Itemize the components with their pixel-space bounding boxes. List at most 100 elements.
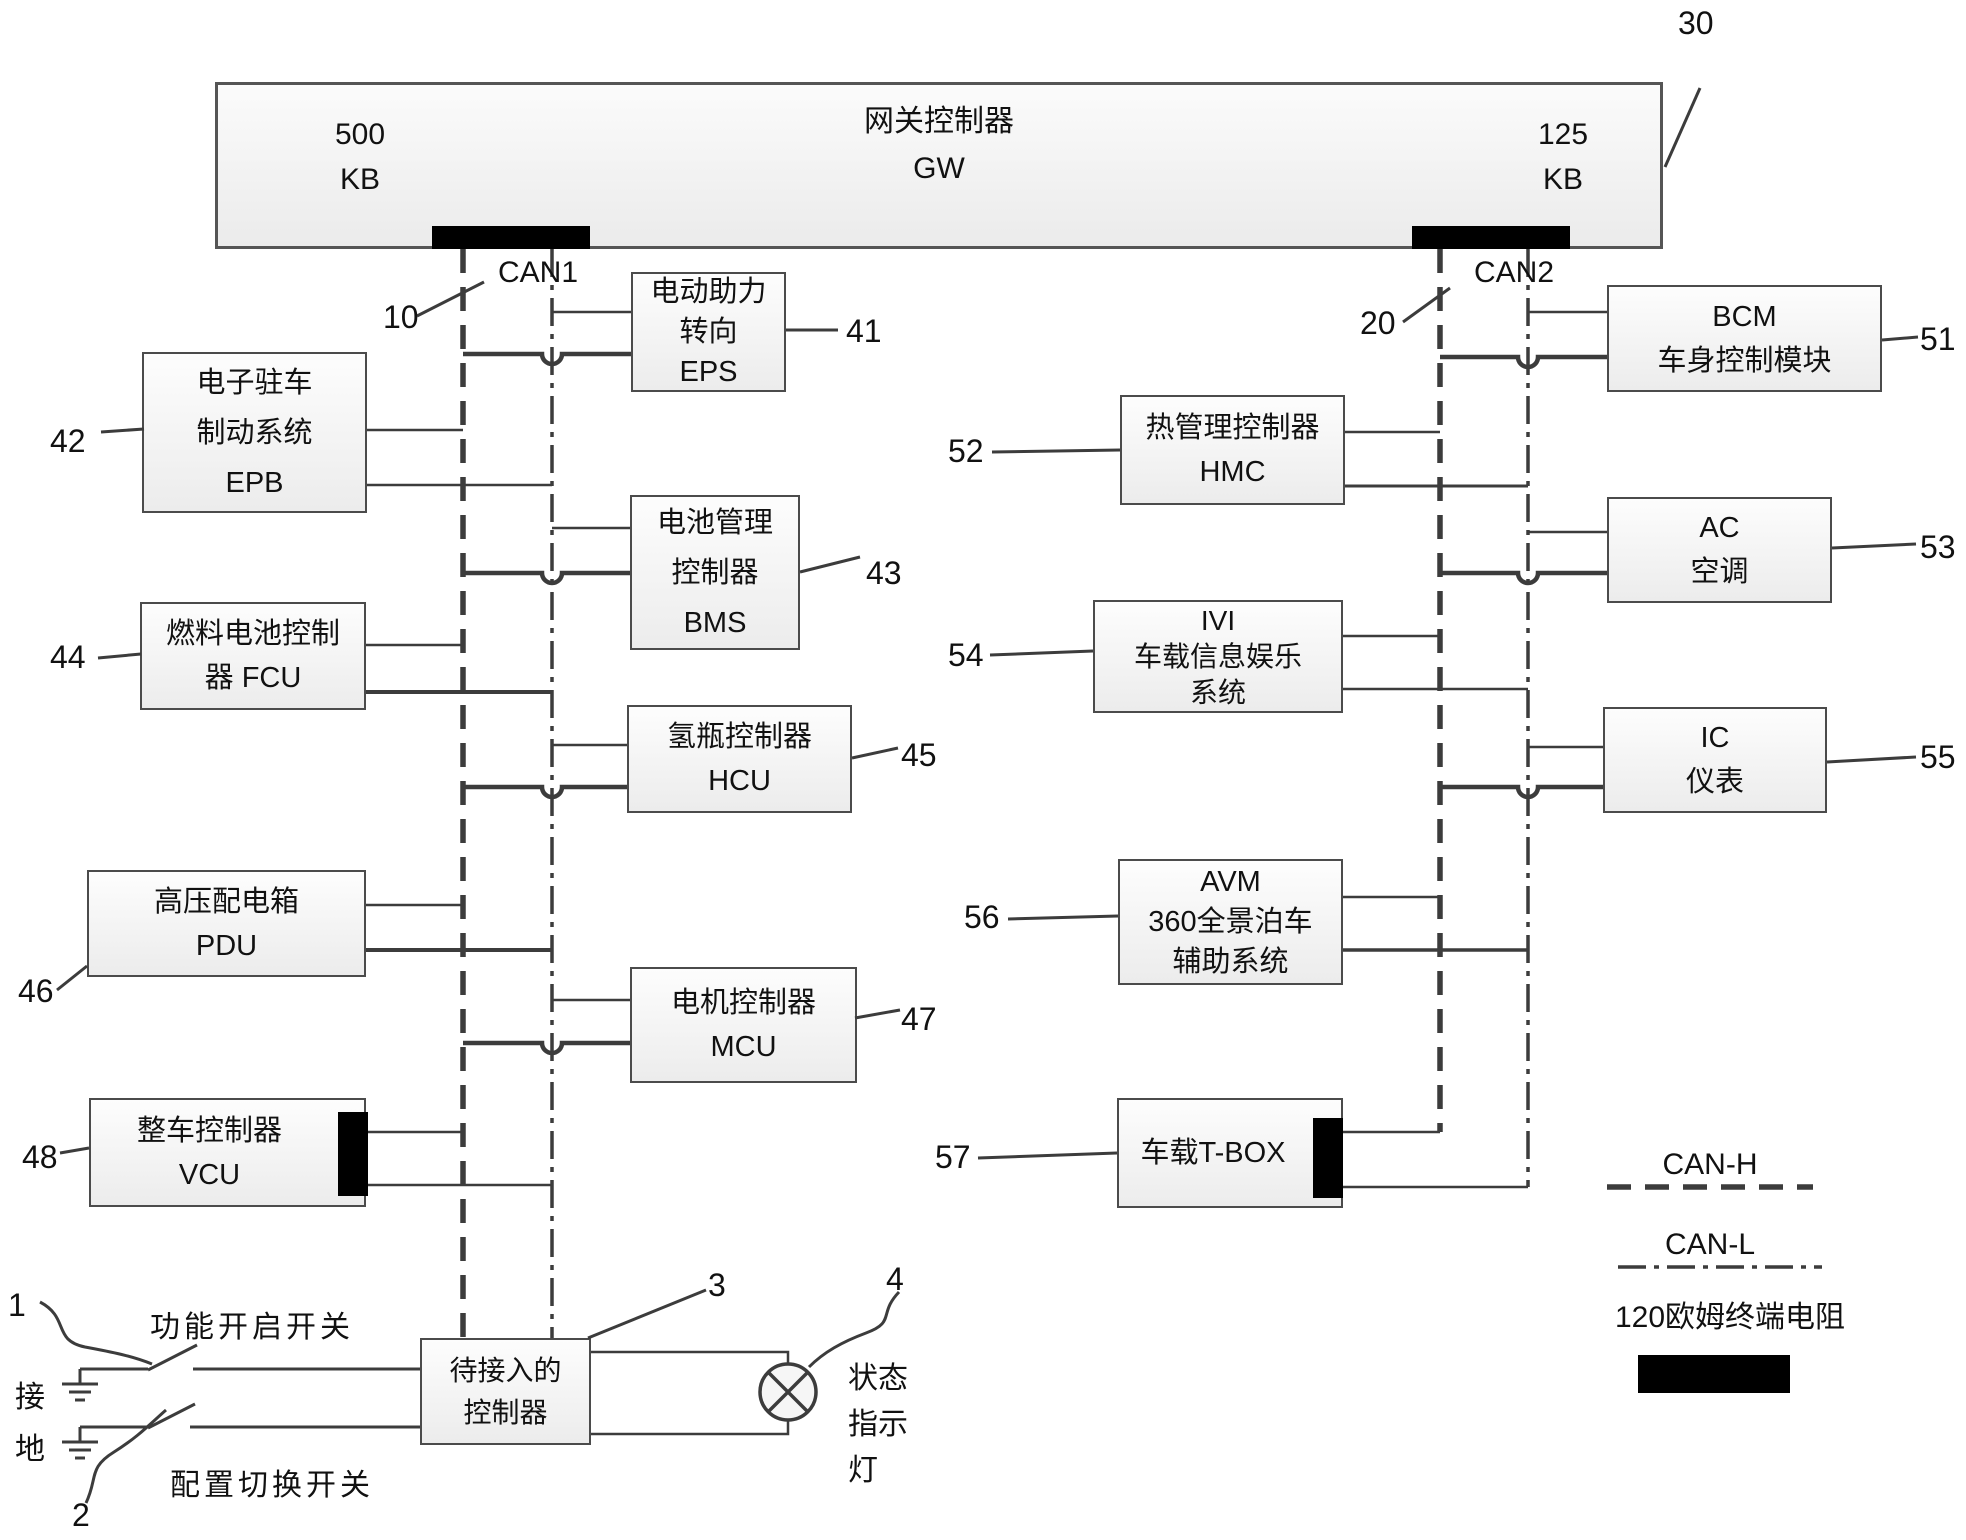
node-fcu: 燃料电池控制 器 FCU <box>140 602 366 710</box>
node-epb-line2: 制动系统 <box>196 416 313 449</box>
can1-bitrate-value: 500 <box>334 118 386 151</box>
node-vcu-line1: 整车控制器 <box>136 1114 282 1147</box>
node-bms-line3: BMS <box>683 606 747 639</box>
node-ivi: IVI 车载信息娱乐 系统 <box>1093 600 1343 713</box>
terminator-bars <box>338 226 1790 1393</box>
node-hcu-line1: 氢瓶控制器 <box>666 721 812 753</box>
switch1-label: 功能开启开关 <box>150 1311 354 1344</box>
status-lamp-icon <box>758 1362 818 1422</box>
ref-44: 44 <box>50 639 86 675</box>
can2-label: CAN2 <box>1474 256 1555 289</box>
node-hcu: 氢瓶控制器 HCU <box>627 705 852 813</box>
node-eps: 电动助力 转向 EPS <box>631 272 786 392</box>
node-mcu: 电机控制器 MCU <box>630 967 857 1083</box>
ref-10: 10 <box>383 299 419 335</box>
node-eps-line3: EPS <box>679 356 738 388</box>
node-ic: IC 仪表 <box>1603 707 1827 813</box>
node-mcu-line2: MCU <box>710 1031 777 1063</box>
node-bcm: BCM 车身控制模块 <box>1607 285 1882 392</box>
node-pdu-line2: PDU <box>195 929 258 962</box>
node-bms-line1: 电池管理 <box>656 506 773 539</box>
ground-label-char2: 地 <box>15 1433 45 1466</box>
node-pending-line2: 控制器 <box>463 1396 548 1428</box>
node-epb: 电子驻车 制动系统 EPB <box>142 352 367 513</box>
connection-lines-right <box>1440 310 1607 800</box>
status-lamp-label-line1: 状态 <box>848 1362 908 1395</box>
node-tbox-line1: 车载T-BOX <box>1140 1137 1286 1169</box>
gateway-name-en: GW <box>913 152 965 185</box>
ref-53: 53 <box>1920 529 1956 565</box>
node-hmc-line2: HMC <box>1199 456 1266 488</box>
ground-label: 接 地 <box>12 1372 48 1476</box>
status-lamp-label-line2: 指示 <box>848 1408 908 1441</box>
ref-48: 48 <box>22 1139 58 1175</box>
node-eps-line2: 转向 <box>679 316 738 348</box>
node-eps-line1: 电动助力 <box>650 276 767 308</box>
node-pdu-line1: 高压配电箱 <box>153 885 299 918</box>
can2-bitrate-unit: KB <box>1542 163 1584 196</box>
legend-can-h-label: CAN-H <box>1662 1148 1758 1181</box>
ref-4: 4 <box>886 1261 904 1297</box>
can1-bitrate: 500 KB <box>300 112 420 202</box>
connection-lines-right-middle <box>1343 430 1528 1189</box>
node-ac: AC 空调 <box>1607 497 1832 603</box>
node-bcm-line2: 车身控制模块 <box>1657 344 1832 377</box>
node-ac-line2: 空调 <box>1690 556 1749 588</box>
switch2-label: 配置切换开关 <box>170 1469 374 1502</box>
ground-symbol-2 <box>62 1427 98 1460</box>
node-vcu: 整车控制器 VCU <box>89 1098 366 1207</box>
gateway-title: 网关控制器 GW <box>639 98 1239 192</box>
gateway-box <box>215 82 1663 249</box>
can2-bitrate: 125 KB <box>1503 112 1623 202</box>
node-avm-line2: 360全景泊车 <box>1148 906 1313 938</box>
node-hmc: 热管理控制器 HMC <box>1120 395 1345 505</box>
legend-terminator-label: 120欧姆终端电阻 <box>1614 1301 1846 1334</box>
ref-3: 3 <box>708 1267 726 1303</box>
node-ic-line2: 仪表 <box>1685 766 1744 798</box>
node-pdu: 高压配电箱 PDU <box>87 870 366 977</box>
node-pending-line1: 待接入的 <box>449 1354 562 1386</box>
ref-42: 42 <box>50 423 86 459</box>
config-toggle-switch <box>80 1402 420 1430</box>
status-lamp-label: 状态 指示 灯 <box>848 1356 908 1494</box>
node-fcu-line2: 器 FCU <box>204 662 302 694</box>
node-bcm-line1: BCM <box>1712 300 1777 333</box>
connection-lines-left <box>366 428 552 1187</box>
node-epb-line1: 电子驻车 <box>196 366 313 399</box>
ref-41: 41 <box>846 313 882 349</box>
ref-30: 30 <box>1678 5 1714 41</box>
ref-57: 57 <box>935 1139 971 1175</box>
status-lamp-label-line3: 灯 <box>848 1454 878 1487</box>
node-ic-line1: IC <box>1700 722 1730 754</box>
ref-46: 46 <box>18 973 54 1009</box>
ref-54: 54 <box>948 637 984 673</box>
ref-47: 47 <box>901 1001 937 1037</box>
ground-symbol-1 <box>62 1369 98 1402</box>
ref-43: 43 <box>866 555 902 591</box>
ground-label-char1: 接 <box>15 1381 45 1414</box>
ref-51: 51 <box>1920 321 1956 357</box>
status-lamp-wires <box>591 1350 790 1436</box>
ref-52: 52 <box>948 433 984 469</box>
ref-1: 1 <box>8 1287 26 1323</box>
node-avm: AVM 360全景泊车 辅助系统 <box>1118 859 1343 985</box>
node-pending-controller: 待接入的 控制器 <box>420 1338 591 1445</box>
can2-bitrate-value: 125 <box>1537 118 1589 151</box>
node-fcu-line1: 燃料电池控制 <box>165 618 340 650</box>
node-bms: 电池管理 控制器 BMS <box>630 495 800 650</box>
ref-45: 45 <box>901 737 937 773</box>
gateway-name-cn: 网关控制器 <box>864 105 1014 138</box>
legend-terminator-sample <box>1638 1355 1790 1393</box>
ref-2: 2 <box>72 1497 90 1533</box>
node-mcu-line1: 电机控制器 <box>670 987 816 1019</box>
can1-label: CAN1 <box>498 256 579 289</box>
node-ivi-line2: 车载信息娱乐 <box>1133 640 1302 672</box>
node-bms-line2: 控制器 <box>671 556 759 589</box>
node-ivi-line3: 系统 <box>1189 676 1246 708</box>
node-ac-line1: AC <box>1699 512 1740 544</box>
can1-bitrate-unit: KB <box>339 163 381 196</box>
node-avm-line1: AVM <box>1200 866 1261 898</box>
node-tbox: 车载T-BOX <box>1117 1098 1343 1208</box>
node-ivi-line1: IVI <box>1200 604 1236 636</box>
